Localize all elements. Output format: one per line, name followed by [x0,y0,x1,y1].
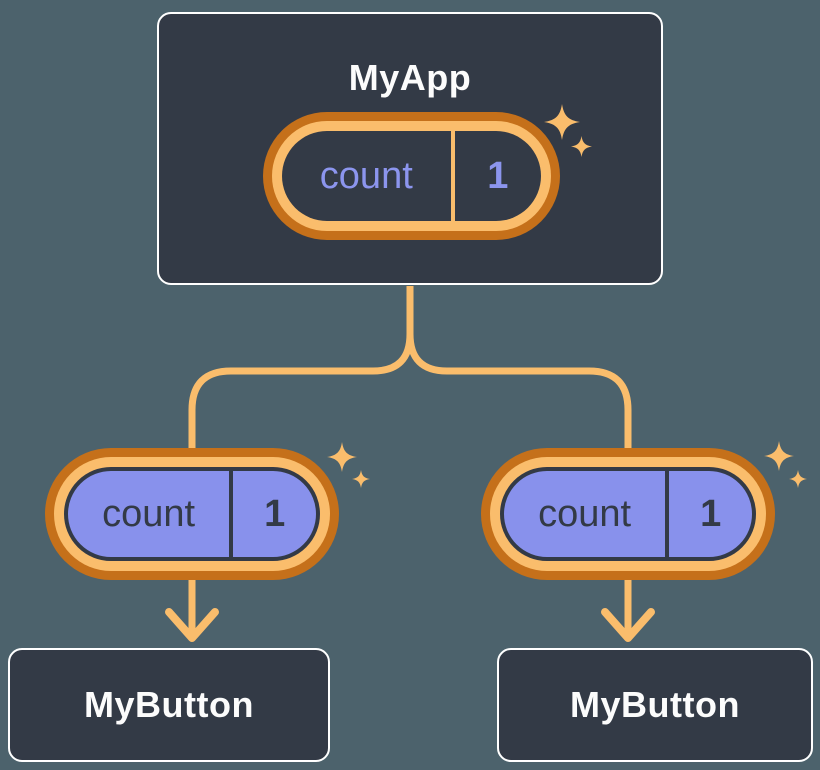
component-title: MyButton [84,684,254,726]
pill-core: count 1 [282,131,541,221]
arrowhead-right [601,608,655,642]
prop-value-label: 1 [700,492,722,535]
sparkle-icon [571,136,592,157]
pill-divider [665,471,670,557]
prop-value-label: 1 [264,492,286,535]
arrowhead-left [165,608,219,642]
prop-name-label: count [538,492,632,535]
prop-pill-count-left: count 1 [45,448,339,580]
sparkle-icon [544,104,580,140]
state-name-label: count [319,154,413,197]
component-node-mybutton-left: MyButton [8,648,330,762]
sparkle-icon [327,442,357,472]
pill-core: count 1 [500,467,756,561]
component-title: MyButton [570,684,740,726]
pill-ring: count 1 [272,121,551,231]
pill-divider [450,131,455,221]
sparkle-icon [352,470,370,488]
prop-pill-count-right: count 1 [481,448,775,580]
pill-core: count 1 [64,467,320,561]
pill-ring: count 1 [54,457,330,571]
pill-ring: count 1 [490,457,766,571]
component-node-mybutton-right: MyButton [497,648,813,762]
component-title: MyApp [348,57,472,98]
sparkle-icon [789,470,807,488]
pill-divider [229,471,234,557]
prop-name-label: count [102,492,196,535]
sparkle-icon [764,441,794,471]
state-pill-count: count 1 [263,112,560,240]
state-value-label: 1 [487,154,509,197]
